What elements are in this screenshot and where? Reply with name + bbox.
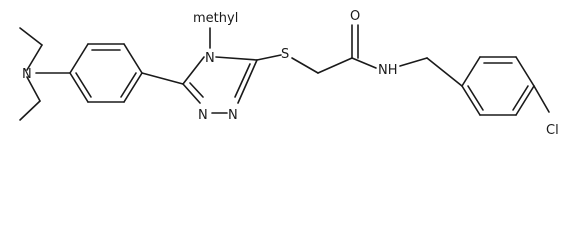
bond — [256, 54, 282, 61]
bond — [512, 85, 529, 111]
thioacetamide-linker — [256, 24, 428, 74]
triazole-nitrogen-label: N — [228, 108, 238, 123]
bond — [237, 59, 258, 104]
bond — [182, 83, 201, 104]
methyl-label: methyl — [193, 11, 238, 26]
carbonyl-oxygen-label: O — [350, 9, 360, 24]
bond — [291, 57, 319, 74]
triazole-ring — [182, 27, 258, 114]
bond — [351, 57, 377, 69]
amide-nh-label: NH — [378, 63, 398, 78]
bond — [189, 82, 204, 98]
bond — [123, 72, 143, 103]
phenylene-ring — [69, 43, 143, 103]
bond — [426, 57, 463, 87]
bond — [69, 43, 89, 74]
bond — [182, 56, 205, 85]
bond — [141, 72, 184, 85]
chlorine-label: Cl — [546, 123, 559, 138]
bond — [26, 76, 41, 102]
bond — [467, 85, 484, 111]
triazole-n-methyl-label: N — [205, 51, 215, 66]
bond — [123, 43, 143, 74]
bond — [120, 72, 137, 98]
thioether-sulfur-label: S — [281, 47, 289, 62]
structure-diagram: N N methyl N N S O NH Cl — [19, 9, 559, 138]
bond — [215, 56, 258, 61]
bond — [515, 85, 535, 116]
bond — [515, 56, 535, 87]
bond — [234, 63, 251, 98]
bond — [317, 57, 353, 74]
bond — [26, 44, 43, 71]
bond — [69, 72, 89, 103]
triazole-nitrogen-label: N — [198, 108, 208, 123]
bond — [75, 72, 92, 98]
bond — [19, 27, 43, 46]
bond — [461, 56, 481, 87]
molecule-canvas: N N methyl N N S O NH Cl — [19, 9, 559, 138]
amine-nitrogen-label: N — [22, 67, 32, 82]
chlorophenyl-ring — [426, 56, 550, 116]
bond — [533, 85, 550, 113]
bond — [461, 85, 481, 116]
diethylamino-group — [19, 27, 71, 121]
bond — [19, 100, 41, 121]
bond — [399, 57, 428, 67]
